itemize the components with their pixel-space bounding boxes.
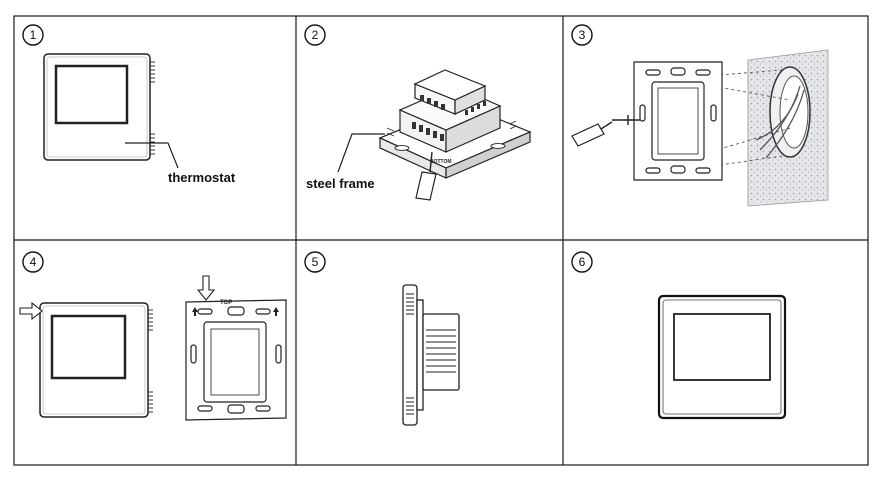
step-number-badge: 5 — [304, 251, 326, 273]
panel-2: 2 — [304, 24, 532, 201]
wall-section — [747, 49, 829, 207]
step-number-badge: 2 — [304, 24, 326, 46]
steel-frame-label: steel frame — [306, 176, 375, 191]
thermostat-front-view — [43, 53, 155, 161]
step-number: 2 — [312, 28, 319, 42]
thermostat-back-isometric — [378, 69, 532, 179]
panel-3: 3 — [571, 24, 829, 207]
step-number: 5 — [312, 255, 319, 269]
steel-frame-leader-line — [337, 133, 385, 173]
panel-1: 1 thermostat — [22, 24, 236, 185]
top-mark: TOP — [220, 300, 232, 306]
thermostat-front-view — [39, 302, 153, 418]
step-number-badge: 3 — [571, 24, 593, 46]
screwdriver-icon — [571, 115, 640, 147]
panel-5: 5 — [304, 251, 460, 426]
bottom-mark: BOTTOM — [430, 159, 452, 165]
step-number: 1 — [30, 28, 37, 42]
steel-mounting-frame — [633, 61, 723, 181]
panel-4: 4 TOP — [19, 251, 287, 421]
thermostat-leader-line — [125, 142, 179, 169]
arrow-right-icon — [19, 301, 43, 321]
step-number-badge: 1 — [22, 24, 44, 46]
step-number: 3 — [579, 28, 586, 42]
dashed-guide-lines — [689, 69, 791, 166]
thermostat-label: thermostat — [168, 170, 236, 185]
step-number-badge: 4 — [22, 251, 44, 273]
steel-mounting-frame — [185, 299, 287, 421]
step-number: 6 — [579, 255, 586, 269]
arrow-down-icon — [196, 275, 216, 301]
arrow-up-small-icon — [192, 307, 279, 316]
step-number-badge: 6 — [571, 251, 593, 273]
panel-6: 6 — [571, 251, 787, 420]
panel-grid — [13, 15, 869, 466]
screwdriver-icon — [415, 151, 437, 201]
step-number: 4 — [30, 255, 37, 269]
thermostat-side-view — [402, 284, 460, 426]
thermostat-installed-front — [657, 294, 787, 420]
